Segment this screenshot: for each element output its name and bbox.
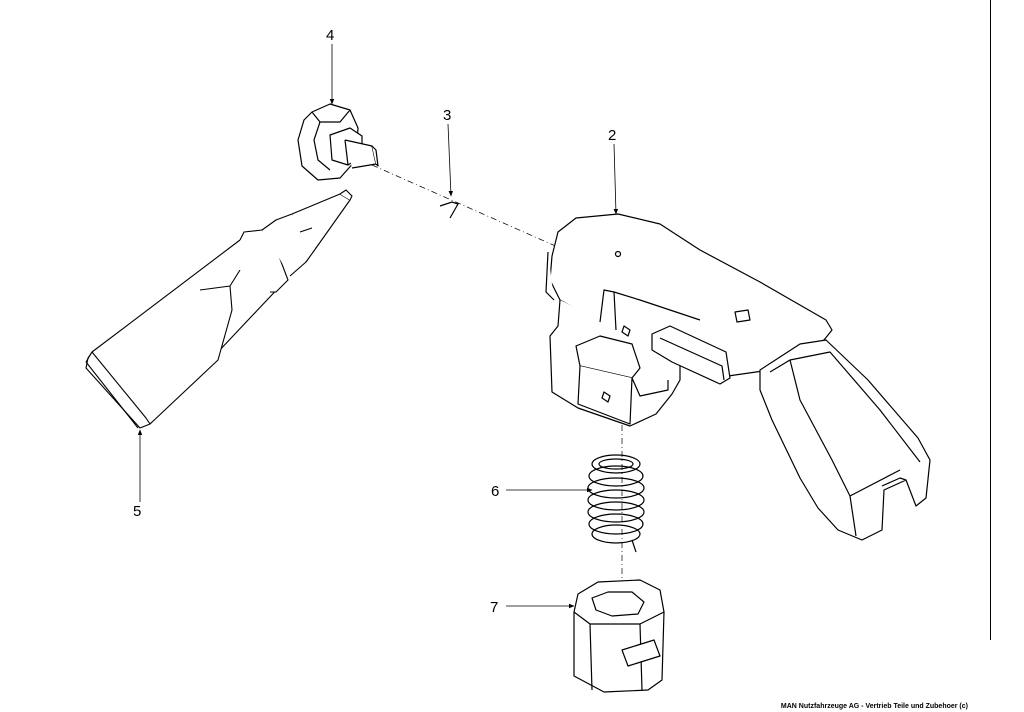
copyright-footer: MAN Nutzfahrzeuge AG - Vertrieb Teile un…	[780, 703, 968, 710]
part-2-bracket-housing	[545, 213, 931, 541]
frame-border-line	[990, 0, 991, 640]
part-3-retaining-clip	[439, 201, 459, 219]
part-6-coil-spring	[587, 454, 645, 553]
callout-3: 3	[443, 107, 451, 124]
callout-4: 4	[326, 27, 334, 44]
callout-5: 5	[133, 503, 141, 520]
leader-lines	[137, 44, 619, 609]
part-4-hex-cap	[297, 103, 379, 181]
callout-7: 7	[490, 599, 498, 616]
assembly-axis-lines	[371, 164, 623, 600]
part-7-hex-sleeve	[573, 579, 665, 693]
callout-6: 6	[491, 483, 499, 500]
part-5-adhesive-tube	[85, 189, 353, 429]
callout-2: 2	[608, 127, 616, 144]
